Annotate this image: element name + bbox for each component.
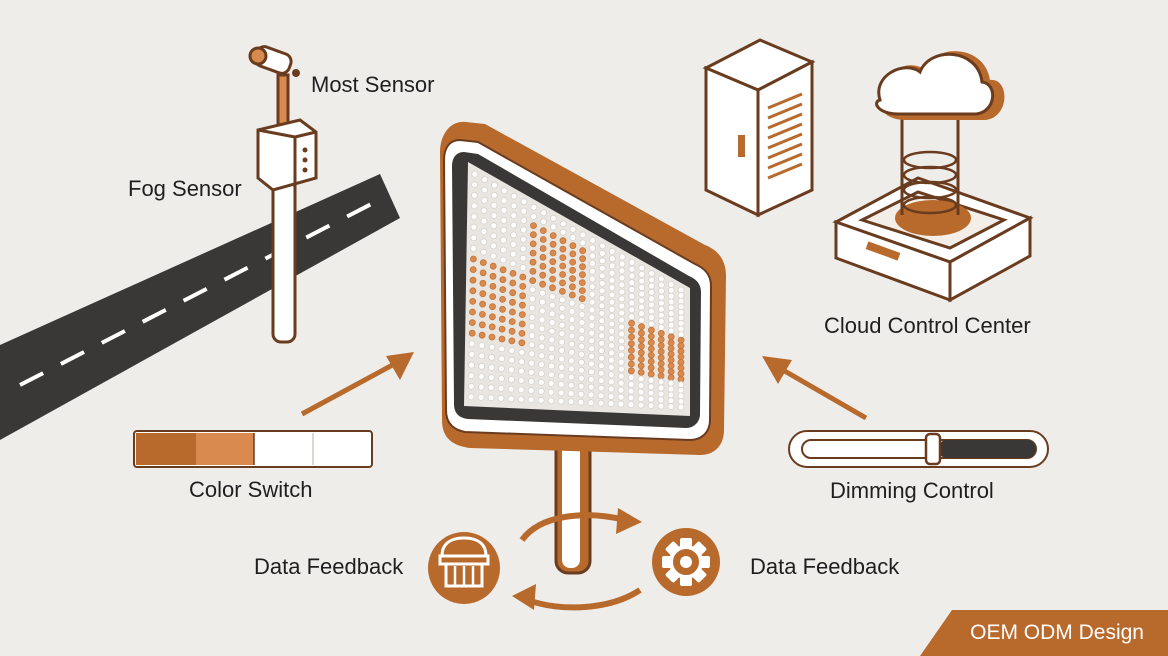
cloud-platform — [832, 110, 1034, 303]
most-sensor-label: Most Sensor — [311, 72, 435, 97]
dimming-control-label: Dimming Control — [830, 478, 994, 503]
cloud-icon — [875, 51, 1005, 120]
arrow-left — [300, 352, 414, 417]
arrow-right — [762, 356, 868, 421]
sensor-icon — [248, 45, 308, 173]
server-rack-icon — [702, 38, 816, 218]
storefront-icon — [428, 532, 500, 604]
color-switch-label: Color Switch — [189, 477, 313, 502]
cloud-control-center-label: Cloud Control Center — [824, 313, 1031, 338]
led-sign-board — [440, 121, 726, 456]
feedback-loop-arrows — [519, 512, 642, 611]
oem-odm-badge: OEM ODM Design — [920, 610, 1168, 656]
sensor-pole — [256, 73, 318, 344]
color-switch-slider[interactable] — [133, 430, 373, 468]
dimming-control-slider[interactable] — [788, 430, 1049, 468]
data-feedback-label-right: Data Feedback — [750, 554, 900, 579]
data-feedback-label-left: Data Feedback — [254, 554, 404, 579]
led-dot-matrix — [467, 170, 685, 411]
oem-odm-badge-text: OEM ODM Design — [970, 621, 1144, 644]
gear-icon — [652, 528, 720, 596]
fog-sensor-label: Fog Sensor — [128, 176, 242, 201]
road — [0, 174, 400, 440]
